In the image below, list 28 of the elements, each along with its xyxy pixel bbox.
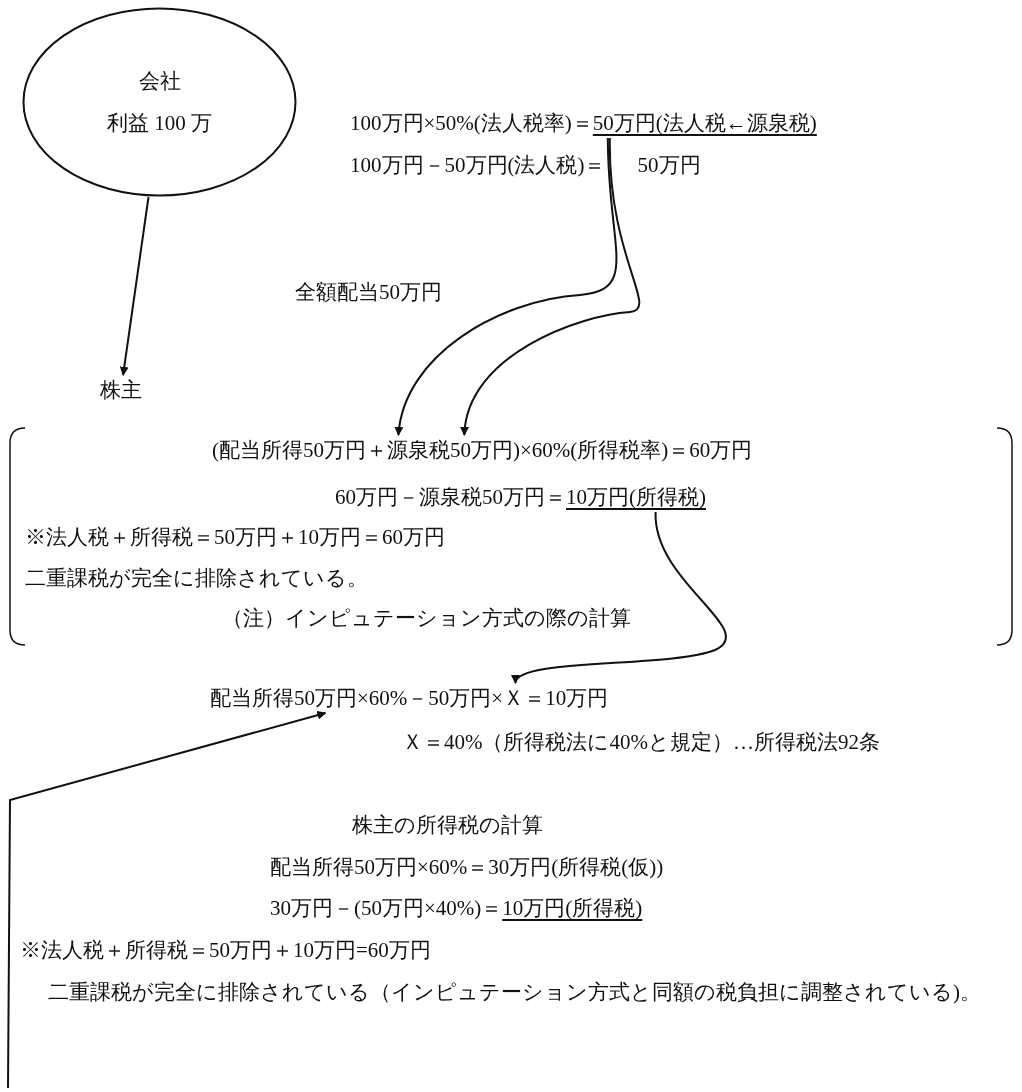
- curved-arrow: [461, 137, 641, 436]
- tax-amount-text: 10万円(所得税): [502, 895, 643, 922]
- arrow: [7, 710, 327, 1089]
- formula-text: 60万円－源泉税50万円＝: [335, 484, 566, 511]
- formula-text: 100万円－50万円(法人税)＝: [350, 152, 606, 179]
- amount-text: 50万円: [637, 152, 701, 179]
- note-text: 二重課税が完全に排除されている。: [25, 565, 368, 592]
- curved-arrow: [514, 511, 727, 684]
- tax-amount-text: 10万円(所得税): [566, 482, 706, 512]
- note-text: ※法人税＋所得税＝50万円＋10万円＝60万円: [25, 524, 445, 551]
- heading-text: 株主の所得税の計算: [352, 812, 543, 839]
- entity-ellipse: [22, 7, 297, 197]
- formula-text: 30万円－(50万円×40%)＝: [270, 895, 503, 922]
- note-text: ※法人税＋所得税＝50万円＋10万円=60万円: [20, 937, 431, 964]
- formula-text: (配当所得50万円＋源泉税50万円)×60%(所得税率)＝60万円: [212, 435, 753, 465]
- arrow: [119, 196, 150, 376]
- curved-arrow: [395, 137, 618, 436]
- node-text: 利益 100 万: [107, 110, 212, 137]
- formula-text: Ｘ＝40%（所得税法に40%と規定）…所得税法92条: [402, 729, 880, 756]
- note-text: （注）インピュテーション方式の際の計算: [222, 605, 631, 632]
- node-text: 会社: [138, 68, 181, 95]
- shareholder-label: 株主: [100, 375, 142, 405]
- formula-text: 配当所得50万円×60%－50万円×Ｘ＝10万円: [210, 683, 609, 713]
- tax-amount-text: 50万円(法人税←源泉税): [592, 108, 817, 138]
- formula-text: 100万円×50%(法人税率)＝: [350, 110, 593, 137]
- note-text: 二重課税が完全に排除されている（インピュテーション方式と同額の税負担に調整されている)。: [48, 979, 981, 1006]
- dividend-label: 全額配当50万円: [295, 279, 442, 306]
- formula-text: 配当所得50万円×60%＝30万円(所得税(仮)): [270, 854, 664, 881]
